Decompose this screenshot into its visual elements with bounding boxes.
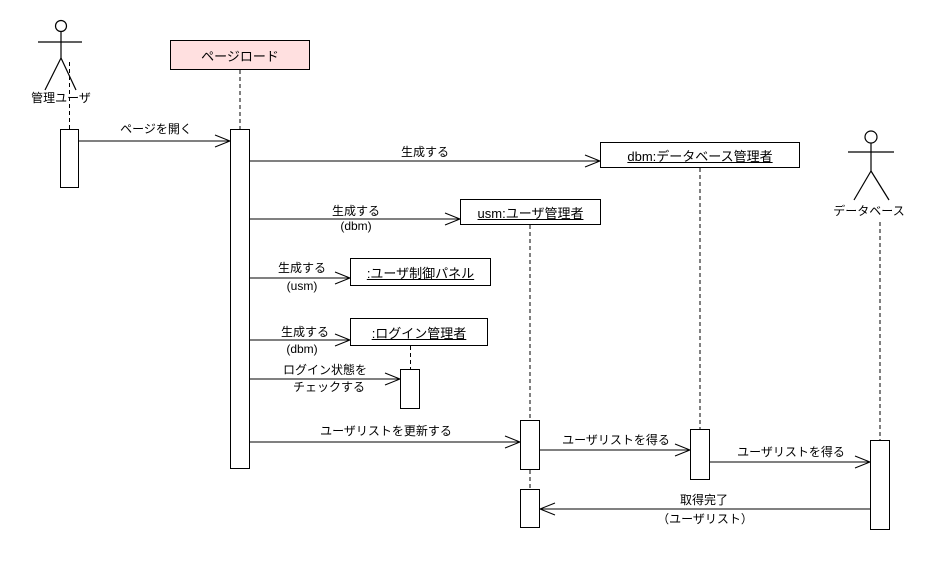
message-arg-create-login: (dbm)	[286, 342, 318, 356]
message-label-create-usm: 生成する	[331, 204, 381, 218]
activation-bar-usm-1	[520, 420, 540, 470]
actor-label-admin-user: 管理ユーザ	[31, 91, 91, 105]
message-label-check-login-2: チェックする	[292, 380, 366, 394]
message-line-open-page	[79, 134, 232, 148]
object-label-page-load: ページロード	[201, 48, 279, 64]
message-label-get-userlist-2: ユーザリストを得る	[737, 445, 845, 459]
message-label-update-userlist: ユーザリストを更新する	[320, 424, 452, 438]
activation-bar-page-load	[230, 129, 250, 469]
object-box-dbm: dbm:データベース管理者	[600, 142, 800, 168]
activation-bar-database	[870, 440, 890, 530]
message-label-create-login: 生成する	[280, 325, 330, 339]
object-label-dbm: dbm:データベース管理者	[627, 148, 773, 164]
activation-bar-admin-user	[60, 129, 79, 188]
message-label-create-panel: 生成する	[277, 261, 327, 275]
object-box-usm: usm:ユーザ管理者	[460, 199, 601, 225]
object-box-page-load: ページロード	[170, 40, 310, 70]
message-line-return-userlist	[538, 502, 870, 516]
object-label-panel: :ユーザ制御パネル	[366, 265, 475, 281]
message-label-return-complete: 取得完了	[679, 493, 729, 507]
activation-bar-login	[400, 369, 420, 409]
activation-bar-usm-2	[520, 489, 540, 528]
actor-label-database: データベース	[833, 204, 905, 218]
object-label-usm: usm:ユーザ管理者	[477, 205, 584, 221]
actor-icon-database	[848, 130, 894, 201]
activation-bar-dbm	[690, 429, 710, 480]
object-box-panel: :ユーザ制御パネル	[350, 258, 491, 286]
message-arg-create-usm: (dbm)	[340, 219, 372, 233]
actor-icon-admin-user	[38, 19, 82, 91]
object-box-login: :ログイン管理者	[350, 318, 488, 346]
message-label-get-userlist-1: ユーザリストを得る	[562, 433, 670, 447]
message-arg-return-complete: （ユーザリスト）	[657, 512, 753, 526]
message-label-open-page: ページを開く	[120, 122, 192, 136]
object-label-login: :ログイン管理者	[371, 325, 467, 341]
message-label-create-dbm: 生成する	[400, 145, 450, 159]
message-label-check-login-1: ログイン状態を	[282, 363, 368, 377]
message-arg-create-panel: (usm)	[286, 279, 318, 293]
